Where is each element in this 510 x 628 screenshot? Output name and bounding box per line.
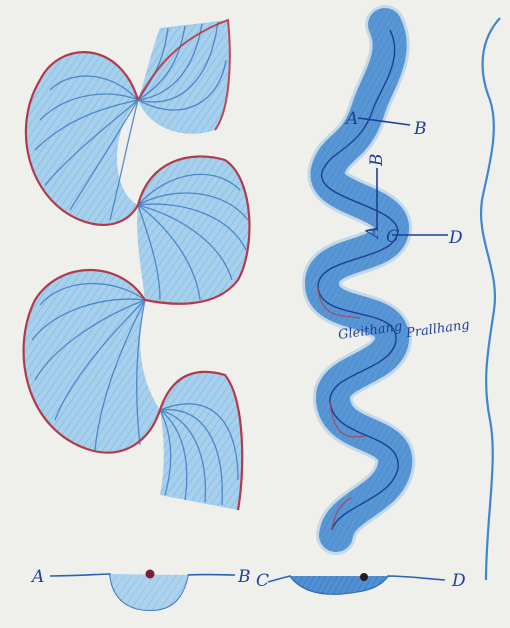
label-b-top: B (413, 119, 427, 139)
lower-left-lobe (24, 270, 160, 453)
upper-left-lobe (26, 52, 138, 225)
label-profile-b: B (237, 567, 251, 587)
label-profile-c: C (256, 571, 269, 591)
label-b-mid: B (367, 154, 387, 168)
water-level-dot-cd (360, 573, 368, 581)
label-profile-a: A (30, 567, 44, 587)
bottom-wedge (160, 372, 242, 510)
label-cut-bank: Prallhang (404, 318, 470, 342)
cross-section-cd: C D (256, 571, 466, 594)
meandering-river: A B B A C D Gleithang Prallhang (318, 25, 471, 535)
label-d-mid: D (448, 228, 463, 248)
meander-point-bar-sketch (24, 20, 250, 510)
label-c-mid: C (386, 227, 399, 247)
label-a-mid: A (363, 226, 383, 240)
profile-cd-water (290, 576, 388, 594)
straight-channel-line (481, 18, 500, 580)
profile-ab-water (110, 574, 188, 610)
label-a-top: A (344, 109, 358, 129)
cross-section-ab: A B (30, 567, 251, 610)
water-level-dot-ab (146, 570, 155, 579)
label-profile-d: D (451, 571, 466, 591)
